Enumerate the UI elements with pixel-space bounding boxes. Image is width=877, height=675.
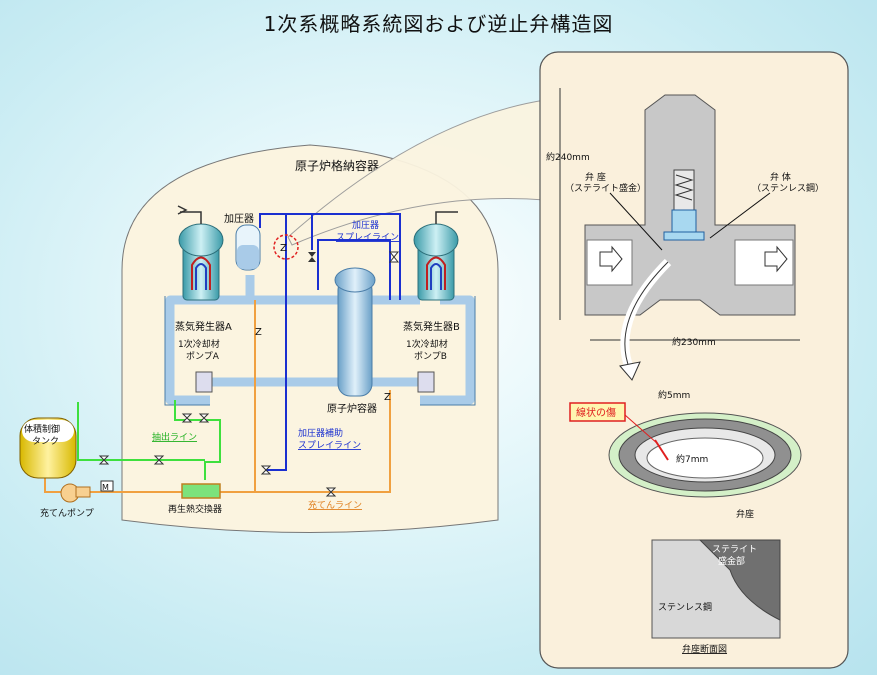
aux-spray-label-1: 加圧器補助 <box>298 427 343 439</box>
rcp-b-symbol <box>417 371 435 393</box>
section-caption: 弁座断面図 <box>682 643 727 655</box>
spray-line-label-1: 加圧器 <box>352 220 379 231</box>
valve-seat-ring <box>608 412 802 498</box>
pump-b-label-2: ポンプB <box>414 351 447 362</box>
charging-pump <box>60 483 91 503</box>
reactor-vessel-label: 原子炉容器 <box>327 402 377 415</box>
stainless-label: ステンレス鋼 <box>658 601 712 613</box>
body-leader <box>709 192 771 239</box>
pump-b-label-1: 1次冷却材 <box>406 338 448 350</box>
stellite-label-1: ステライト <box>712 544 757 555</box>
z-marker-1: Z <box>255 327 262 338</box>
height-dim-label: 約240mm <box>546 151 590 163</box>
page-title: 1次系概略系統図および逆止弁構造図 <box>263 12 614 36</box>
rcp-a-symbol <box>195 371 213 393</box>
crack-label-box <box>569 402 626 422</box>
spray-valve-b <box>388 251 400 263</box>
pump-a-label-1: 1次冷却材 <box>178 338 220 350</box>
check-valve-highlight <box>273 234 299 260</box>
charging-line-label: 充てんライン <box>308 499 362 511</box>
seat-ring-label: 弁座 <box>736 508 754 520</box>
body-label-2: （ステンレス鋼） <box>752 182 824 194</box>
volume-control-tank <box>19 417 77 479</box>
seat-section <box>651 539 781 639</box>
body-label-1: 弁 体 <box>770 171 791 183</box>
steam-generator-b <box>413 211 459 301</box>
motor-valve <box>100 480 114 492</box>
vct-label-1: 体積制御 <box>24 423 60 435</box>
pump-a-label-2: ポンプA <box>186 351 220 362</box>
valve-cross-section <box>584 94 796 316</box>
letdown-line-label: 抽出ライン <box>152 431 197 443</box>
seat-label-2: （ステライト盛金） <box>565 182 646 194</box>
containment-label: 原子炉格納容器 <box>295 158 379 173</box>
sg-a-label: 蒸気発生器A <box>175 320 232 333</box>
valve-detail-panel <box>539 51 849 669</box>
dim-5mm-label: 約5mm <box>658 389 690 401</box>
vct-label-2: タンク <box>32 436 59 447</box>
check-valve-z: Z <box>280 243 287 254</box>
letdown-line <box>77 400 221 480</box>
crack-label: 線状の傷 <box>576 406 616 419</box>
z-marker-2: Z <box>384 392 391 403</box>
misc-valves <box>98 413 337 497</box>
spray-line-label-2: スプレイライン <box>336 232 399 243</box>
charging-pump-label: 充てんポンプ <box>40 507 94 519</box>
seat-leader <box>609 192 663 251</box>
sg-b-label: 蒸気発生器B <box>403 320 460 333</box>
stellite-label-2: 盛金部 <box>718 555 745 567</box>
steam-generator-a <box>177 205 224 301</box>
reactor-vessel <box>334 267 376 397</box>
pressurizer-label: 加圧器 <box>224 213 254 225</box>
width-dim-label: 約230mm <box>672 336 716 348</box>
dim-7mm-label: 約7mm <box>676 453 708 465</box>
spray-lines <box>259 213 401 471</box>
seat-label-1: 弁 座 <box>585 171 606 183</box>
aux-spray-label-2: スプレイライン <box>298 440 361 451</box>
motor-valve-m: M <box>102 483 109 492</box>
pressurizer-vessel <box>235 224 261 271</box>
regen-heat-exchanger <box>181 483 221 499</box>
regen-hx-label: 再生熱交換器 <box>168 503 222 515</box>
spray-valve <box>308 252 316 262</box>
